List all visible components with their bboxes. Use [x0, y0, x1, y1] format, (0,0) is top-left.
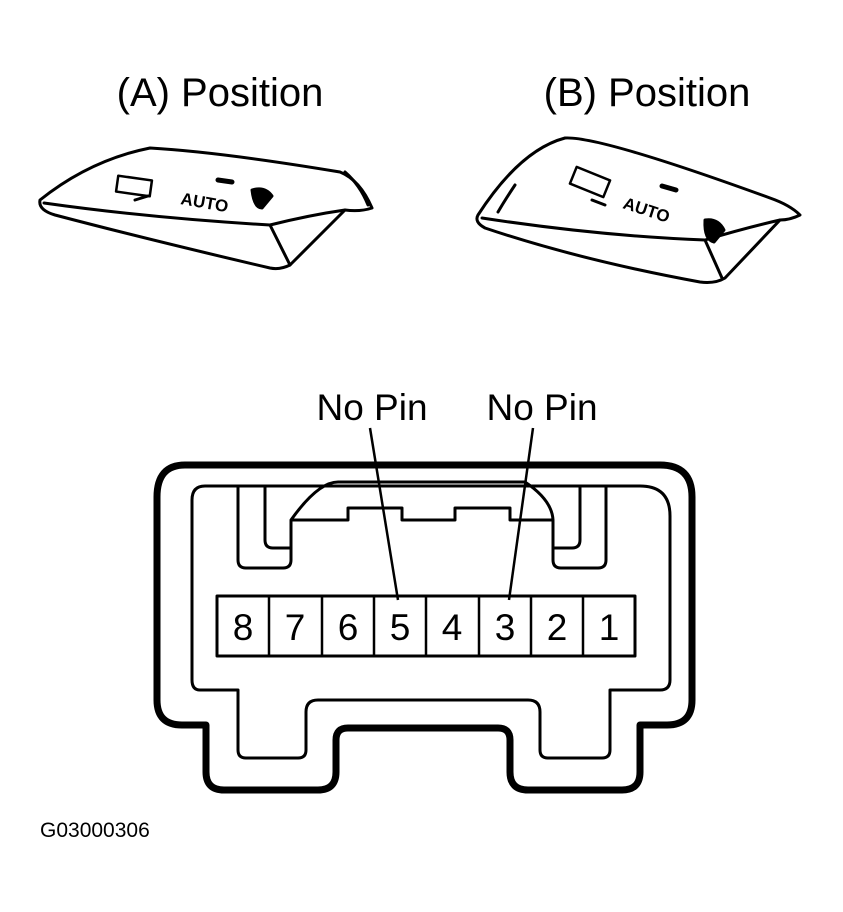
pin-number: 6 [338, 607, 359, 648]
switch-a-illustration [38, 146, 374, 271]
connector-housing [153, 461, 696, 794]
no-pin-label-5: No Pin [316, 387, 427, 428]
switch-b-illustration [475, 136, 802, 284]
switch-b-title: (B) Position [544, 71, 751, 115]
pin-number: 7 [285, 607, 306, 648]
pin-number: 1 [599, 607, 620, 648]
no-pin-label-3: No Pin [486, 387, 597, 428]
switch-a-title: (A) Position [117, 71, 324, 115]
pin-number: 3 [495, 607, 516, 648]
leader-line-pin-5 [368, 427, 400, 601]
leader-line-pin-3 [507, 427, 535, 601]
pin-number: 4 [442, 607, 463, 648]
pin-number: 2 [547, 607, 568, 648]
pin-number: 8 [233, 607, 254, 648]
figure-code: G03000306 [40, 819, 150, 842]
pin-number: 5 [390, 607, 411, 648]
